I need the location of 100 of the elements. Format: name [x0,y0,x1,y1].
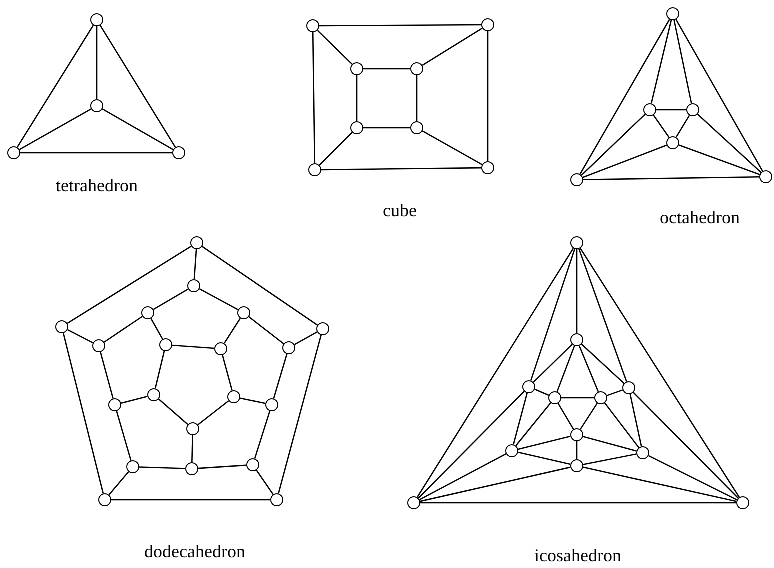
graph-edge [676,115,690,138]
graph-edge [518,452,571,466]
graph-edge [356,76,358,122]
vertex-circle [506,444,518,458]
graph-edge [150,318,164,340]
vertex-circle [666,8,680,20]
graph-edge [420,466,571,502]
graph-edge [578,248,628,382]
graph-edge [674,20,692,104]
graph-edge [194,249,198,280]
vertex-circle [142,306,154,320]
graph-edge [312,32,316,164]
graph-edge [256,470,274,495]
graph-edge [278,335,322,494]
graph-edge [319,132,353,166]
graph-edge [583,466,737,502]
graph-edge [222,355,233,391]
vertex-circle [350,122,364,134]
vertex-circle [90,14,104,26]
graph-edge [198,464,247,470]
solid-name: cube [383,200,417,222]
graph-edge [419,453,507,501]
graph-edge [198,400,230,426]
vertex-circle [522,380,536,394]
graph-edge [192,435,194,463]
vertex-circle [350,62,364,76]
vertex-circle [238,306,250,320]
vertex-circle [188,280,200,292]
graph-edge [676,19,764,172]
vertex-circle [228,390,240,404]
graph-edge [558,403,574,430]
graph-edge [630,394,642,447]
graph-edge [562,397,594,399]
graph-edge [556,346,576,392]
graph-edge [104,316,143,343]
graph-edge [697,114,762,174]
vertex-circle [108,398,122,412]
vertex-circle [92,340,106,352]
graph-edge [364,68,410,70]
graph-edge [294,332,318,346]
graph-edge [224,318,242,344]
vertex-circle [172,146,186,160]
vertex-circle [160,338,172,352]
vertex-circle [186,462,198,476]
graph-edge [606,390,624,396]
graph-edge [534,388,550,396]
graph-edge [19,108,92,150]
vertex-circle [8,146,20,160]
graph-edge [678,144,760,176]
graph-edge [582,144,668,178]
graph-edge [633,392,739,499]
graph-edge [518,436,571,450]
graph-edge [240,398,266,404]
graph-edge [580,248,740,498]
graph-edge [513,393,528,445]
graph-edge [422,28,483,66]
graph-edge [422,130,483,166]
vertex-circle [316,322,330,336]
graph-edge [16,25,94,148]
vertex-circle [408,496,420,510]
graph-edge [116,411,132,461]
vertex-circle [570,174,584,186]
vertex-circle [246,458,260,472]
vertex-circle [90,100,104,112]
graph-edge [153,288,189,310]
graph-edge [580,19,670,175]
graph-edge [112,499,270,501]
graph-edge [604,402,640,448]
graph-edge [158,398,189,426]
vertex-circle [126,460,140,474]
vertex-circle [306,20,320,32]
vertex-circle [308,164,322,176]
vertex-circle [214,342,228,356]
graph-edge [416,76,418,122]
vertex-circle [570,428,584,442]
graph-edge [172,344,215,350]
vertex-circle [644,104,656,116]
vertex-circle [570,236,584,250]
vertex-circle [622,382,636,394]
vertex-circle [270,494,284,506]
graph-edge [653,114,670,138]
vertex-circle [666,136,680,150]
vertex-circle [482,18,494,32]
graph-edge [273,354,288,399]
vertex-circle [636,446,650,460]
graph-edge [583,454,637,466]
graph-edge [121,396,148,404]
graph-edge [656,109,686,111]
graph-edge [139,466,186,470]
graph-edge [416,248,574,498]
vertex-circle [190,236,204,250]
solid-name: octahedron [660,208,740,228]
vertex-circle [98,494,112,506]
vertex-circle [594,392,608,404]
graph-edge [322,167,482,171]
graph-edge [100,352,114,399]
graph-edge [108,472,130,496]
solid-name: dodecahedron [144,542,246,562]
graph-edge [530,248,576,382]
vertex-circle [736,496,750,510]
